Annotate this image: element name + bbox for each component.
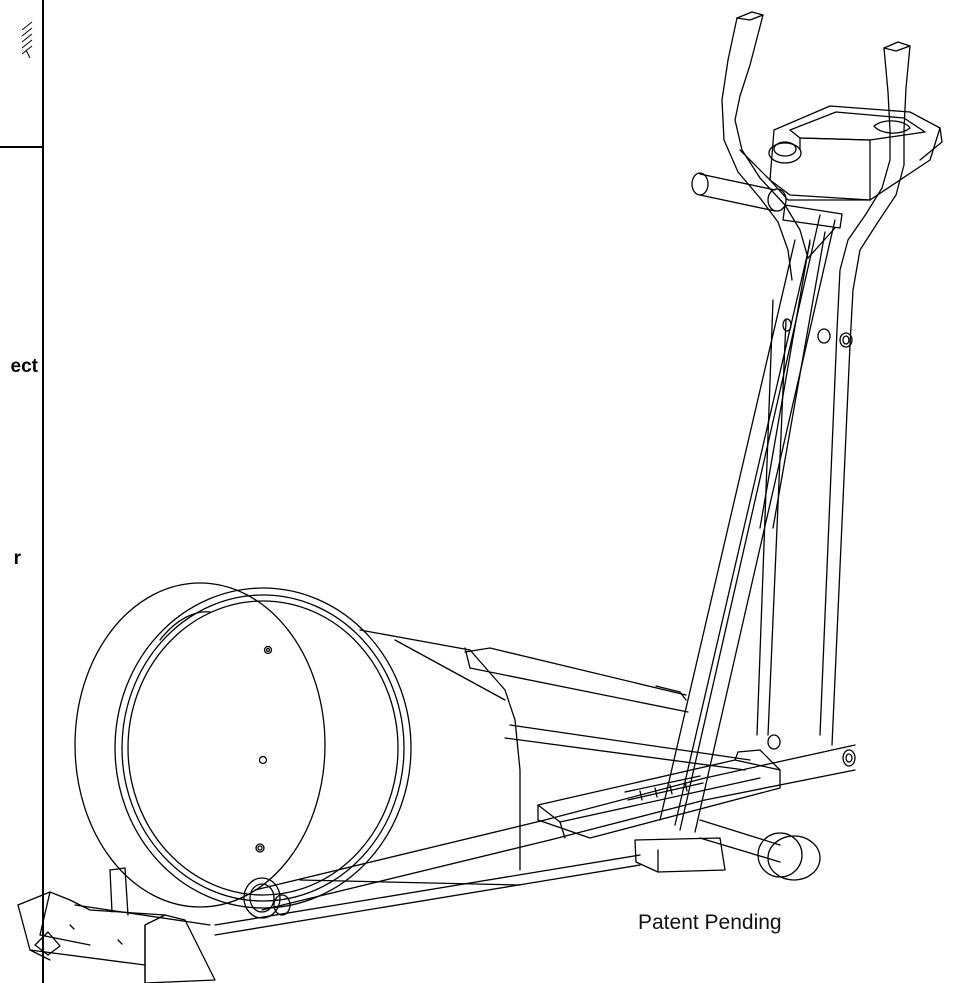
flywheel [74,582,412,909]
right-handlebar [836,41,911,346]
console [739,105,943,201]
front-arm [659,214,836,833]
clipped-heading-text-2: r [13,548,21,569]
header-divider [0,146,43,148]
rear-stabilizer [17,867,216,983]
patent-notice: Patent Pending [638,911,782,934]
grip-bar [691,172,843,229]
column-divider [42,0,44,983]
frame-cover [299,629,751,886]
upright-post [756,227,851,746]
pivot-bolts [767,318,856,767]
pedal [537,749,781,839]
header-graphic-fragment [21,21,33,59]
base-frame [214,819,821,936]
left-handlebar [721,11,809,281]
pedal-arm [243,744,856,919]
clipped-heading-text: ect [10,356,38,377]
